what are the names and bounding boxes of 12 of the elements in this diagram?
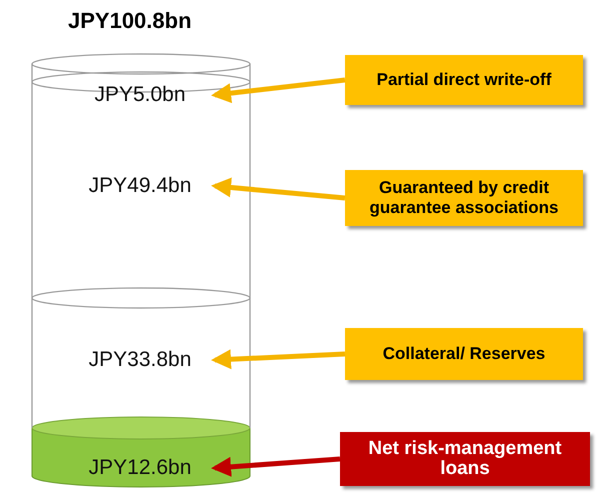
callout-box: Net risk-management loans — [340, 432, 590, 486]
arrow — [211, 456, 340, 477]
value-label: JPY49.4bn — [65, 164, 215, 208]
callout-box: Collateral/ Reserves — [345, 328, 583, 380]
value-label: JPY5.0bn — [65, 82, 215, 108]
callout-box: Guaranteed by credit guarantee associations — [345, 170, 583, 226]
value-label: JPY33.8bn — [65, 338, 215, 382]
arrow — [211, 178, 346, 200]
cylinder-title: JPY100.8bn — [68, 8, 192, 34]
arrow — [211, 78, 346, 104]
arrow — [211, 349, 346, 370]
callout-box: Partial direct write-off — [345, 55, 583, 105]
